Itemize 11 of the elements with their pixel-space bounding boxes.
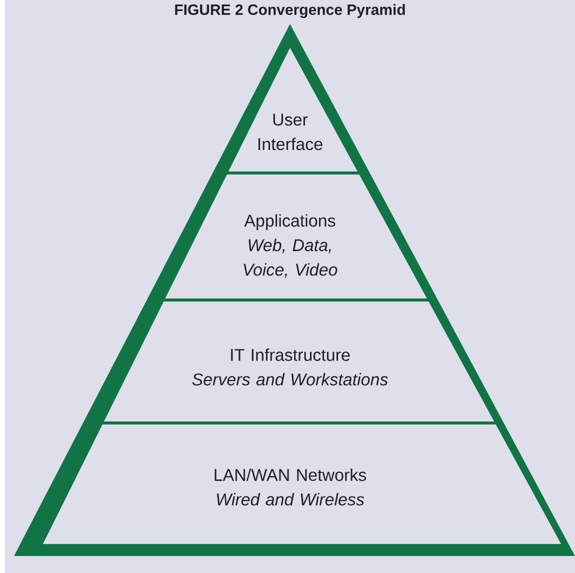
pyramid-band: IT Infrastructure Servers and Workstations — [103, 300, 495, 423]
node-label: Web, Data, Voice, Video — [244, 238, 338, 278]
node-label: Wired and Wireless — [216, 493, 364, 506]
pyramid-band: User Interface — [228, 48, 358, 173]
node-label: Applications — [244, 214, 336, 230]
node-label: User Interface — [258, 114, 322, 150]
title: FIGURE 2 Convergence Pyramid — [175, 4, 405, 18]
node-label: Servers and Workstations — [192, 373, 388, 386]
node-label: IT Infrastructure — [231, 348, 350, 361]
node-label: LAN/WAN Networks — [214, 468, 366, 481]
pyramid-band: LAN/WAN Networks Wired and Wireless — [43, 423, 561, 544]
